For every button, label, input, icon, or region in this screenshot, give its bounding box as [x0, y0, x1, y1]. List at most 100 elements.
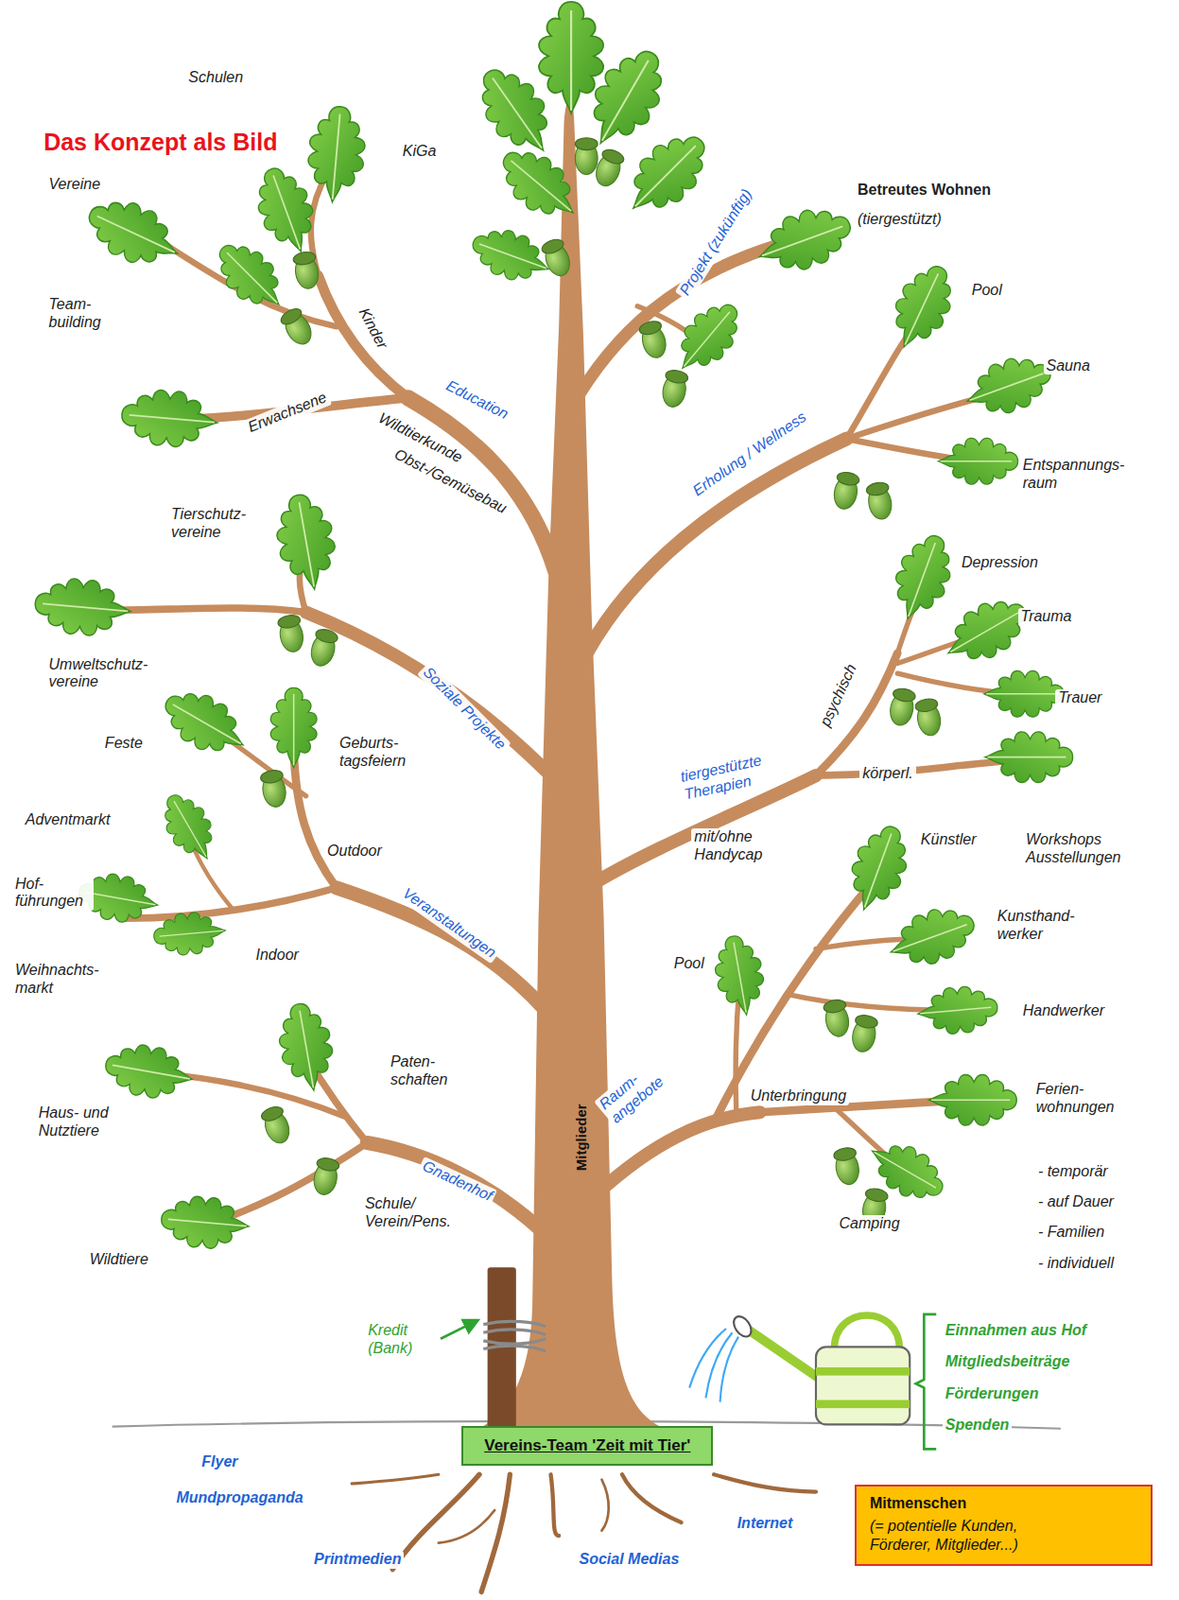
oak-leaf: [664, 292, 751, 383]
funding-label: Einnahmen aus Hof: [942, 1321, 1090, 1340]
item-label: Haus- und Nutztiere: [35, 1104, 118, 1141]
can-spout: [749, 1330, 822, 1380]
branch: [294, 749, 337, 888]
item-label: mit/ohne Handycap: [691, 828, 773, 865]
tree-trunk: [479, 99, 665, 1429]
oak-leaf: [466, 220, 557, 292]
box-body: (= potentielle Kunden, Förderer, Mitglie…: [869, 1516, 1064, 1555]
oak-leaf: [158, 1193, 251, 1251]
oak-leaf: [750, 197, 860, 282]
oak-leaf: [466, 55, 567, 166]
item-label: Hof- führungen: [12, 875, 94, 912]
item-label: - auf Dauer: [1035, 1193, 1117, 1212]
funding-bracket: [916, 1314, 937, 1449]
acorn: [277, 613, 306, 654]
oak-leaf: [937, 437, 1018, 485]
can-handle: [833, 1315, 900, 1350]
oak-leaf: [538, 1, 604, 114]
item-label: Sauna: [1043, 357, 1093, 376]
oak-leaf: [613, 121, 721, 228]
oak-leaf: [152, 909, 227, 957]
oak-leaf: [881, 257, 965, 359]
credit-arrow: [440, 1319, 478, 1338]
acorn: [865, 481, 894, 521]
acorn: [849, 1013, 879, 1054]
root: [481, 1473, 510, 1592]
rope-loop: [483, 1320, 546, 1326]
oak-leaf: [33, 575, 134, 640]
item-label: KiGa: [399, 142, 440, 161]
channel-label: Internet: [734, 1514, 797, 1533]
oak-leaf: [916, 983, 1000, 1037]
item-label: Workshops Ausstellungen: [1022, 831, 1131, 867]
watering-can: [689, 1313, 910, 1425]
oak-leaf: [246, 160, 325, 261]
branch: [571, 242, 786, 409]
item-label: Trauma: [1018, 607, 1075, 626]
item-label: körperl.: [859, 764, 916, 783]
oak-leaf: [78, 188, 189, 279]
trunk-label: Mitglieder: [572, 1100, 590, 1174]
branch: [815, 653, 898, 776]
oak-leaf: [101, 1039, 196, 1105]
acorn: [591, 147, 626, 191]
item-label: Betreutes Wohnen: [854, 181, 994, 200]
rope-loop: [483, 1329, 546, 1335]
item-label: Entspannungs- raum: [1020, 456, 1136, 493]
branch: [106, 607, 306, 612]
acorn: [887, 687, 917, 728]
water-stream: [689, 1328, 727, 1388]
rope-loop: [483, 1338, 546, 1344]
oak-leaf: [206, 231, 295, 321]
item-label: Team- building: [46, 295, 113, 332]
category-label: Soziale Projekte: [416, 661, 511, 756]
acorn: [659, 368, 689, 409]
item-label: Indoor: [253, 946, 302, 965]
item-label: Schule/ Verein/Pens.: [362, 1195, 463, 1232]
item-label: Wildtiere: [86, 1250, 152, 1269]
channel-label: Social Medias: [575, 1550, 682, 1569]
branch: [318, 275, 409, 398]
branch: [407, 398, 555, 572]
acorn: [832, 470, 861, 511]
water-stream: [705, 1332, 732, 1398]
oak-leaf: [710, 932, 770, 1019]
item-label: Geburts- tagsfeiern: [336, 734, 417, 771]
item-label: Adventmarkt: [22, 811, 114, 830]
funding-label: Spenden: [942, 1416, 1013, 1435]
acorn: [539, 237, 574, 280]
oak-leaf: [882, 898, 982, 976]
oak-leaf: [985, 731, 1074, 783]
root: [551, 1473, 560, 1536]
root: [351, 1473, 439, 1484]
item-label: Depression: [958, 554, 1041, 573]
oak-leaf: [270, 489, 342, 594]
item-label: Handwerker: [1020, 1002, 1108, 1021]
funding-label: Mitgliedsbeiträge: [942, 1352, 1074, 1371]
item-label: Feste: [102, 734, 146, 753]
can-stripe: [815, 1400, 910, 1409]
channel-label: Flyer: [198, 1453, 241, 1472]
item-label: Kunsthand- werker: [994, 907, 1086, 944]
item-label: Camping: [836, 1214, 903, 1233]
rope-loop: [483, 1345, 546, 1351]
root: [392, 1473, 480, 1569]
leaves: [33, 1, 1074, 1252]
root: [622, 1473, 682, 1523]
acorn: [277, 305, 316, 349]
acorn: [292, 250, 321, 291]
acorn: [260, 768, 289, 809]
oak-leaf: [273, 999, 339, 1094]
root: [601, 1479, 608, 1531]
note-box: Mitmenschen(= potentielle Kunden, Förder…: [854, 1484, 1153, 1566]
category-label: Projekt (zukünftig): [674, 183, 758, 301]
root: [438, 1509, 495, 1544]
item-label: Künstler: [918, 831, 980, 850]
item-label: Schulen: [185, 69, 246, 87]
can-rose: [729, 1313, 755, 1340]
can-stripe: [815, 1367, 910, 1376]
channel-label: Mundpropaganda: [173, 1489, 306, 1508]
oak-leaf: [489, 137, 590, 233]
rope: [483, 1320, 546, 1351]
credit-label: Kredit (Bank): [364, 1321, 424, 1358]
